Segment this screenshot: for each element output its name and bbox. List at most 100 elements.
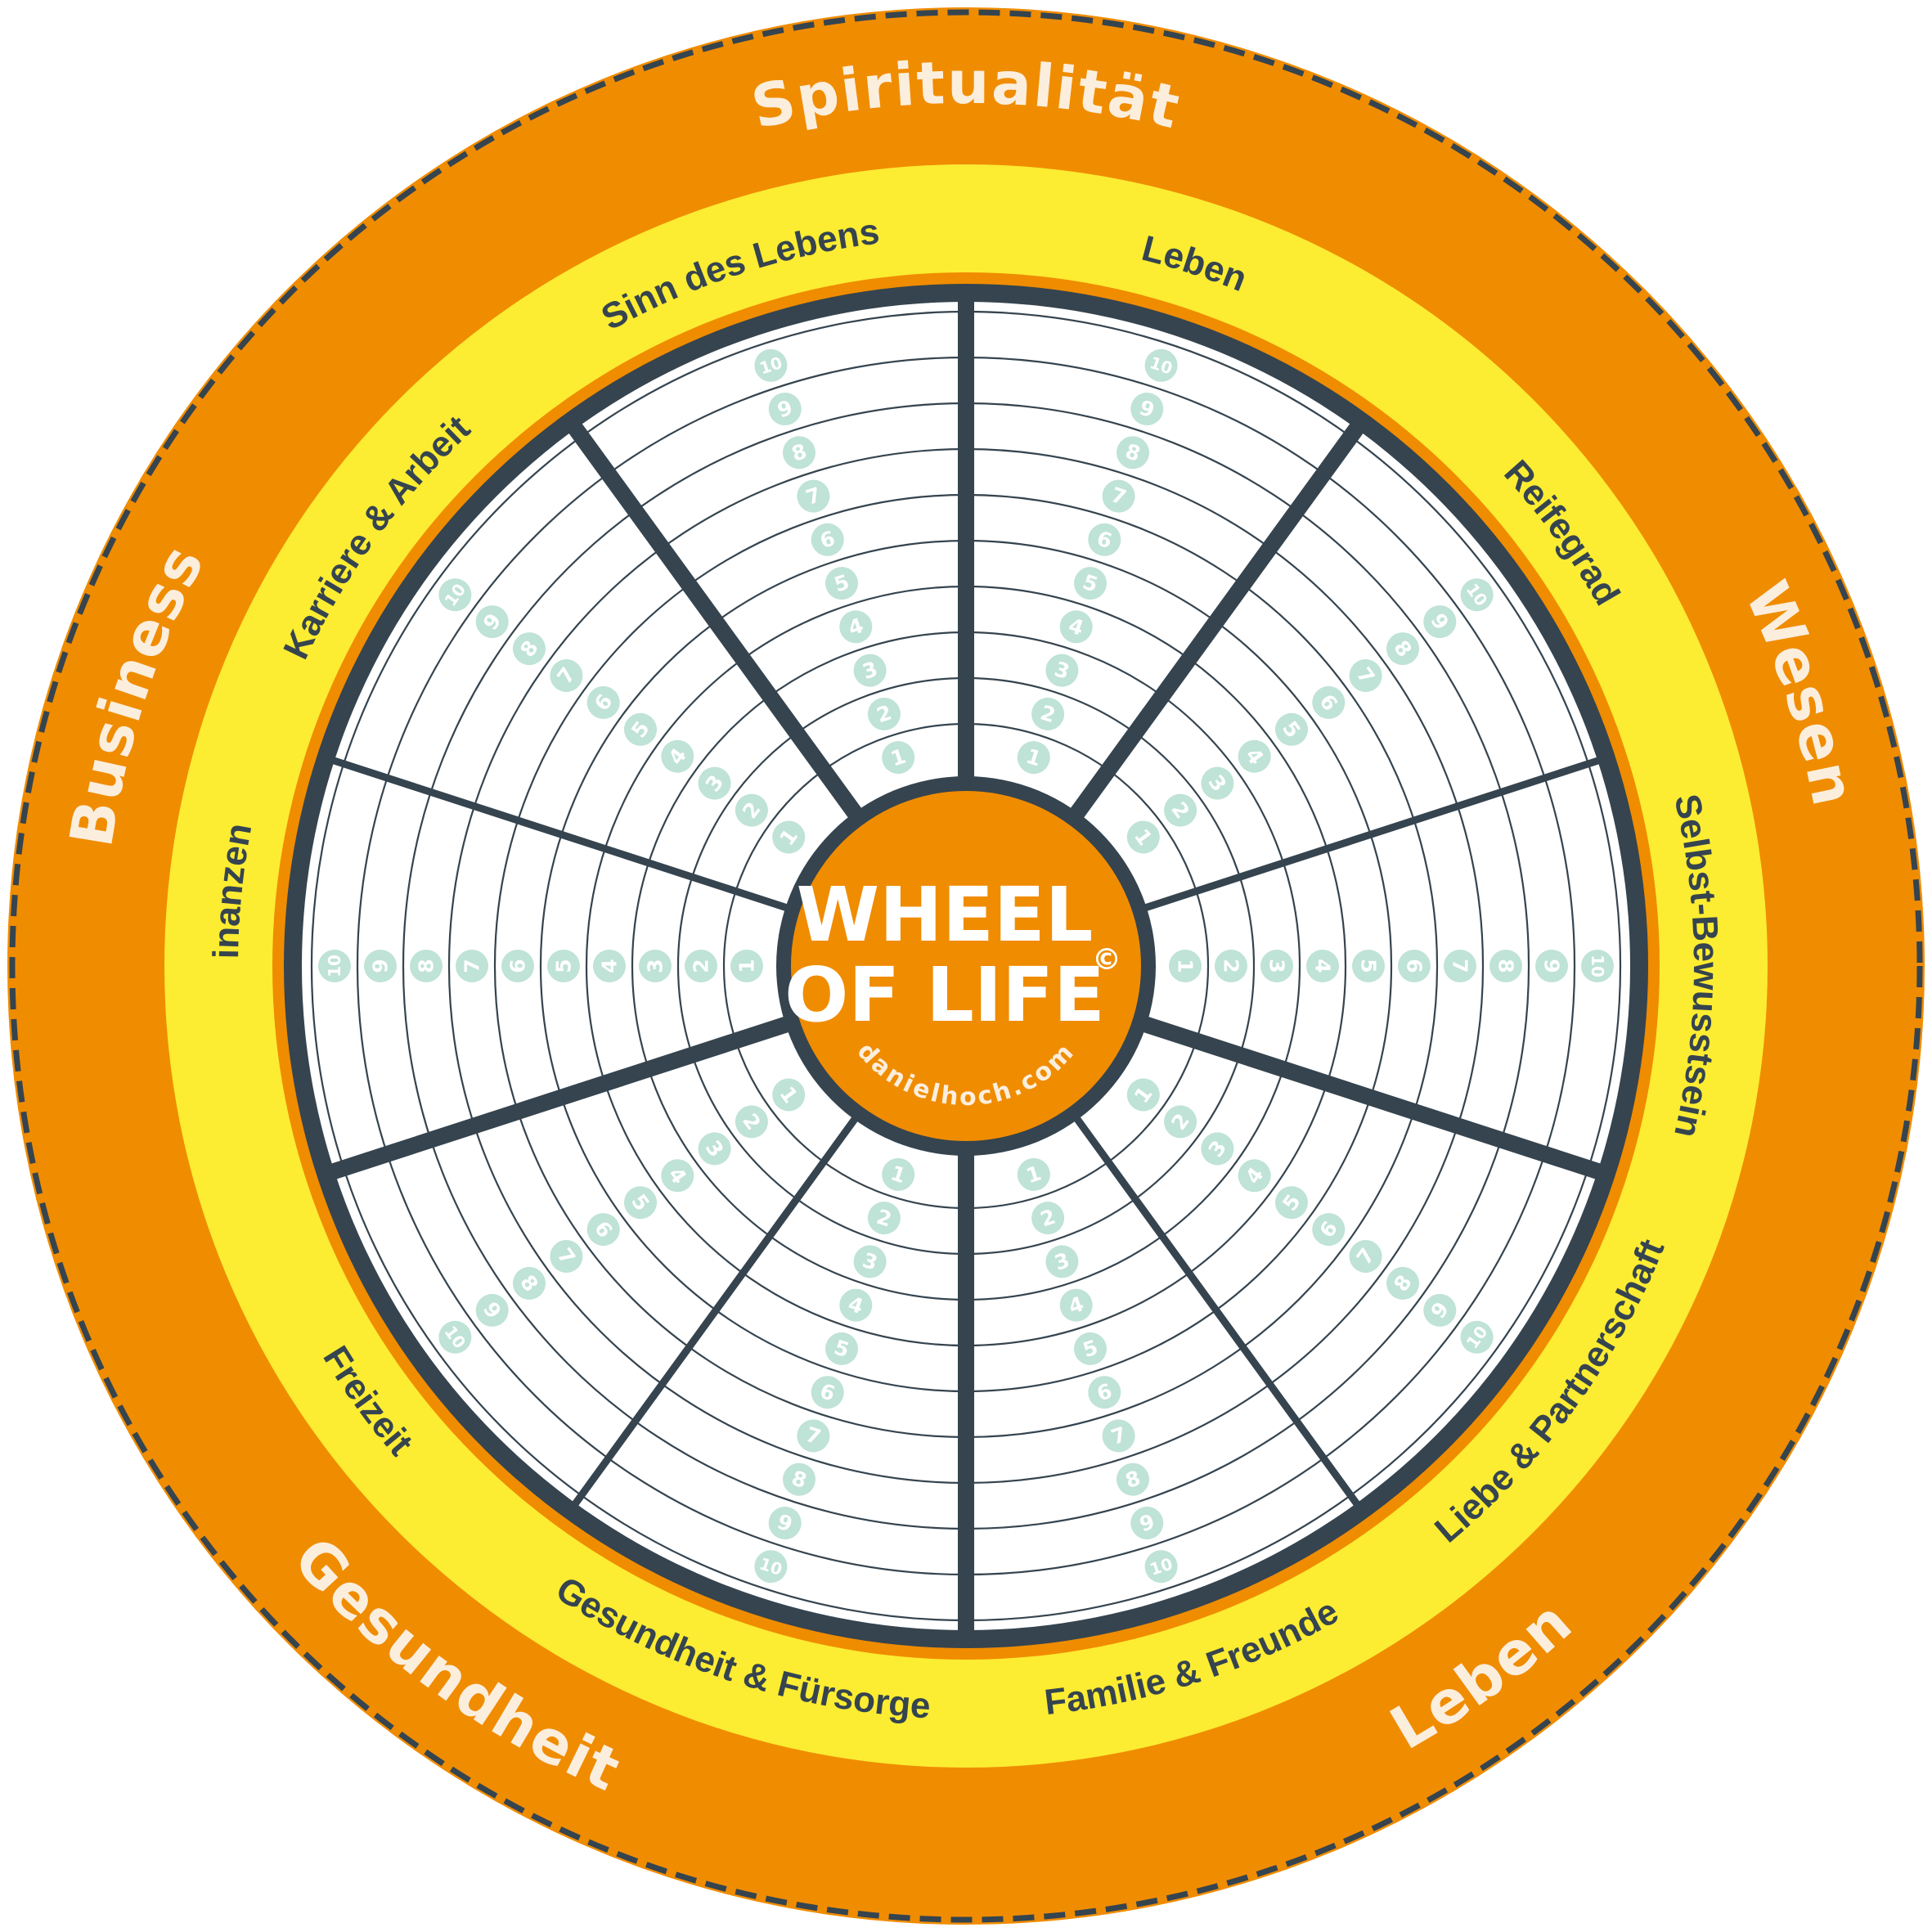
score-marker-geld-finanzen-2[interactable]: 2 [685, 950, 717, 982]
score-marker-karriere-arbeit-7[interactable]: 7 [543, 653, 589, 699]
score-marker-sinn-des-lebens-9[interactable]: 9 [764, 389, 805, 429]
score-marker-sinn-des-lebens-10[interactable]: 10 [750, 345, 791, 386]
score-marker-geld-finanzen-9[interactable]: 9 [364, 950, 397, 982]
score-marker-liebe-partnerschaft-4[interactable]: 4 [1232, 1152, 1278, 1198]
score-marker-sinn-des-lebens-7[interactable]: 7 [793, 475, 833, 516]
score-marker-sinn-des-lebens-4[interactable]: 4 [835, 606, 876, 647]
score-marker-liebe-partnerschaft-5[interactable]: 5 [1269, 1179, 1314, 1225]
score-marker-gesundheit-fuersorge-8[interactable]: 8 [779, 1458, 820, 1499]
score-marker-reifegrad-5[interactable]: 5 [1269, 707, 1314, 753]
score-marker-liebe-partnerschaft-7[interactable]: 7 [1343, 1233, 1389, 1279]
score-marker-selbst-bewusstsein-4[interactable]: 4 [1306, 950, 1339, 982]
score-marker-selbst-bewusstsein-9[interactable]: 9 [1535, 950, 1568, 982]
score-marker-geld-finanzen-8[interactable]: 8 [410, 950, 443, 982]
score-marker-freizeit-6[interactable]: 6 [581, 1206, 627, 1252]
score-marker-karriere-arbeit-10[interactable]: 10 [432, 572, 478, 618]
score-marker-gesundheit-fuersorge-3[interactable]: 3 [849, 1241, 890, 1282]
score-marker-freizeit-2[interactable]: 2 [729, 1099, 775, 1144]
score-marker-leben-2[interactable]: 2 [1027, 694, 1068, 735]
score-marker-selbst-bewusstsein-3[interactable]: 3 [1260, 950, 1293, 982]
score-marker-leben-10[interactable]: 10 [1140, 345, 1181, 386]
score-marker-selbst-bewusstsein-5[interactable]: 5 [1352, 950, 1385, 982]
score-marker-familie-freunde-9[interactable]: 9 [1126, 1503, 1167, 1543]
score-marker-gesundheit-fuersorge-4[interactable]: 4 [835, 1284, 876, 1325]
score-marker-geld-finanzen-4[interactable]: 4 [593, 950, 626, 982]
score-marker-familie-freunde-4[interactable]: 4 [1055, 1284, 1096, 1325]
score-marker-sinn-des-lebens-2[interactable]: 2 [864, 694, 905, 735]
score-marker-karriere-arbeit-8[interactable]: 8 [506, 626, 552, 672]
score-marker-familie-freunde-10[interactable]: 10 [1140, 1546, 1181, 1587]
score-marker-reifegrad-10[interactable]: 10 [1454, 572, 1500, 618]
score-marker-karriere-arbeit-5[interactable]: 5 [618, 707, 663, 753]
score-marker-liebe-partnerschaft-3[interactable]: 3 [1194, 1126, 1240, 1171]
score-marker-familie-freunde-8[interactable]: 8 [1112, 1458, 1153, 1499]
score-marker-selbst-bewusstsein-10[interactable]: 10 [1581, 950, 1614, 982]
score-marker-reifegrad-3[interactable]: 3 [1194, 761, 1240, 806]
score-marker-freizeit-5[interactable]: 5 [618, 1179, 663, 1225]
score-marker-liebe-partnerschaft-9[interactable]: 9 [1417, 1287, 1462, 1333]
score-marker-selbst-bewusstsein-7[interactable]: 7 [1444, 950, 1476, 982]
score-marker-gesundheit-fuersorge-6[interactable]: 6 [806, 1372, 847, 1413]
score-marker-freizeit-1[interactable]: 1 [766, 1072, 811, 1118]
score-marker-sinn-des-lebens-8[interactable]: 8 [779, 432, 820, 473]
score-marker-liebe-partnerschaft-8[interactable]: 8 [1380, 1260, 1426, 1306]
score-marker-familie-freunde-3[interactable]: 3 [1041, 1241, 1082, 1282]
score-marker-gesundheit-fuersorge-2[interactable]: 2 [864, 1197, 905, 1238]
score-marker-sinn-des-lebens-3[interactable]: 3 [849, 649, 890, 690]
score-marker-familie-freunde-5[interactable]: 5 [1070, 1328, 1111, 1369]
score-marker-reifegrad-4[interactable]: 4 [1232, 734, 1278, 780]
score-marker-geld-finanzen-5[interactable]: 5 [547, 950, 580, 982]
score-marker-familie-freunde-7[interactable]: 7 [1098, 1415, 1139, 1456]
score-marker-geld-finanzen-1[interactable]: 1 [730, 950, 763, 982]
score-marker-leben-5[interactable]: 5 [1070, 563, 1111, 604]
score-marker-karriere-arbeit-2[interactable]: 2 [729, 788, 775, 833]
score-marker-karriere-arbeit-1[interactable]: 1 [766, 815, 811, 860]
score-marker-familie-freunde-2[interactable]: 2 [1027, 1197, 1068, 1238]
score-marker-leben-4[interactable]: 4 [1055, 606, 1096, 647]
score-marker-karriere-arbeit-6[interactable]: 6 [581, 680, 627, 726]
score-marker-geld-finanzen-6[interactable]: 6 [501, 950, 534, 982]
score-marker-selbst-bewusstsein-6[interactable]: 6 [1398, 950, 1431, 982]
score-marker-leben-6[interactable]: 6 [1084, 519, 1125, 560]
score-marker-freizeit-9[interactable]: 9 [470, 1287, 515, 1333]
score-marker-selbst-bewusstsein-8[interactable]: 8 [1489, 950, 1522, 982]
score-marker-gesundheit-fuersorge-10[interactable]: 10 [750, 1546, 791, 1587]
score-marker-freizeit-8[interactable]: 8 [506, 1260, 552, 1306]
score-marker-freizeit-4[interactable]: 4 [654, 1152, 700, 1198]
score-marker-gesundheit-fuersorge-7[interactable]: 7 [793, 1415, 833, 1456]
score-marker-reifegrad-9[interactable]: 9 [1417, 599, 1462, 645]
score-marker-liebe-partnerschaft-2[interactable]: 2 [1157, 1099, 1203, 1144]
score-marker-geld-finanzen-7[interactable]: 7 [456, 950, 488, 982]
score-marker-sinn-des-lebens-1[interactable]: 1 [878, 737, 919, 778]
score-marker-leben-8[interactable]: 8 [1112, 432, 1153, 473]
score-marker-reifegrad-7[interactable]: 7 [1343, 653, 1389, 699]
score-marker-leben-3[interactable]: 3 [1041, 649, 1082, 690]
score-marker-sinn-des-lebens-5[interactable]: 5 [821, 563, 862, 604]
score-marker-reifegrad-8[interactable]: 8 [1380, 626, 1426, 672]
score-marker-liebe-partnerschaft-10[interactable]: 10 [1454, 1314, 1500, 1360]
score-marker-selbst-bewusstsein-1[interactable]: 1 [1169, 950, 1202, 982]
score-marker-leben-9[interactable]: 9 [1126, 389, 1167, 429]
score-marker-freizeit-7[interactable]: 7 [543, 1233, 589, 1279]
score-marker-gesundheit-fuersorge-5[interactable]: 5 [821, 1328, 862, 1369]
score-marker-karriere-arbeit-4[interactable]: 4 [654, 734, 700, 780]
score-marker-freizeit-10[interactable]: 10 [432, 1314, 478, 1360]
score-marker-familie-freunde-1[interactable]: 1 [1013, 1154, 1054, 1195]
score-marker-gesundheit-fuersorge-1[interactable]: 1 [878, 1154, 919, 1195]
score-marker-reifegrad-1[interactable]: 1 [1121, 815, 1166, 860]
score-marker-geld-finanzen-3[interactable]: 3 [639, 950, 672, 982]
score-marker-liebe-partnerschaft-6[interactable]: 6 [1305, 1206, 1351, 1252]
score-marker-gesundheit-fuersorge-9[interactable]: 9 [764, 1503, 805, 1543]
score-marker-geld-finanzen-10[interactable]: 10 [318, 950, 351, 982]
score-marker-leben-1[interactable]: 1 [1013, 737, 1054, 778]
score-marker-reifegrad-6[interactable]: 6 [1305, 680, 1351, 726]
score-marker-reifegrad-2[interactable]: 2 [1157, 788, 1203, 833]
score-marker-sinn-des-lebens-6[interactable]: 6 [806, 519, 847, 560]
score-marker-karriere-arbeit-9[interactable]: 9 [470, 599, 515, 645]
score-marker-leben-7[interactable]: 7 [1098, 475, 1139, 516]
score-marker-liebe-partnerschaft-1[interactable]: 1 [1121, 1072, 1166, 1118]
score-marker-selbst-bewusstsein-2[interactable]: 2 [1215, 950, 1247, 982]
score-marker-karriere-arbeit-3[interactable]: 3 [692, 761, 738, 806]
score-marker-freizeit-3[interactable]: 3 [692, 1126, 738, 1171]
score-marker-familie-freunde-6[interactable]: 6 [1084, 1372, 1125, 1413]
